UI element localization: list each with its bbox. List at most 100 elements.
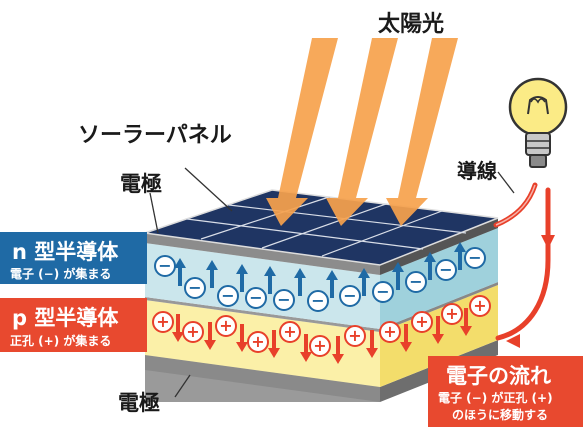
svg-text:+: +: [219, 316, 232, 335]
hole: +: [441, 303, 463, 325]
svg-text:+: +: [445, 304, 458, 323]
svg-text:−: −: [277, 290, 290, 309]
electron-flow-box: 電子の流れ 電子 (−) が正孔 (+) のほうに移動する: [428, 356, 583, 427]
p-type-box-bg: [0, 298, 147, 352]
hole: +: [469, 295, 491, 317]
separator-side: [380, 282, 498, 332]
electron: −: [372, 281, 394, 303]
electron-arrow: [264, 266, 276, 294]
leader-wire: [497, 171, 515, 194]
hole: +: [152, 311, 174, 333]
svg-text:−: −: [221, 286, 234, 305]
leader-electrode-top: [149, 192, 159, 234]
bulb-socket: [529, 154, 547, 168]
svg-text:+: +: [251, 332, 264, 351]
svg-text:−: −: [439, 260, 452, 279]
leader-lines: [149, 167, 515, 398]
sunlight-label: 太陽光: [378, 12, 444, 37]
electron: −: [464, 247, 486, 269]
electrode-top-label: 電極: [120, 172, 162, 196]
light-bulb-icon: [508, 77, 568, 168]
electron-arrow: [326, 270, 338, 298]
n-type-subtitle: 電子 (−) が集まる: [10, 266, 111, 281]
hole: +: [215, 315, 237, 337]
wire-outline: [495, 184, 536, 226]
n-type-title: n 型半導体: [12, 240, 119, 264]
electron-arrow: [236, 264, 248, 292]
top-electrode-side: [380, 218, 498, 275]
electron-flow-line2: のほうに移動する: [452, 407, 548, 422]
electron: −: [405, 271, 427, 293]
wire-label: 導線: [457, 159, 497, 183]
hole: +: [182, 321, 204, 343]
hole: +: [309, 335, 331, 357]
hole-arrow: [172, 314, 184, 342]
electron-flow-line1: 電子 (−) が正孔 (+): [438, 390, 553, 405]
electron: −: [273, 289, 295, 311]
sun-ray-2: [326, 38, 398, 226]
leader-electrode-bottom: [174, 374, 191, 398]
electron: −: [307, 290, 329, 312]
p-type-box: p 型半導体 正孔 (+) が集まる: [0, 298, 147, 352]
svg-text:−: −: [249, 288, 262, 307]
hole-group: + + + + + + + + + + +: [152, 295, 491, 364]
electron-arrow: [424, 252, 436, 280]
svg-text:+: +: [313, 336, 326, 355]
hole-arrow: [460, 308, 472, 336]
svg-text:+: +: [473, 296, 486, 315]
hole-arrow: [400, 324, 412, 352]
electron: −: [154, 255, 176, 277]
top-electrode-front: [145, 233, 380, 275]
hole: +: [411, 311, 433, 333]
electron-arrow: [454, 242, 466, 270]
sun-ray-3: [386, 38, 458, 226]
n-type-box-bg: [0, 232, 147, 284]
svg-text:+: +: [383, 322, 396, 341]
electron-arrow: [206, 260, 218, 288]
hole-arrow: [432, 316, 444, 344]
electron-arrow: [174, 258, 186, 286]
electron: −: [217, 285, 239, 307]
solar-panel-label: ソーラーパネル: [78, 123, 232, 148]
sun-ray-1: [266, 38, 338, 226]
svg-text:−: −: [376, 282, 389, 301]
svg-text:−: −: [409, 272, 422, 291]
electron-arrow: [358, 268, 370, 296]
p-type-subtitle: 正孔 (+) が集まる: [10, 333, 111, 348]
hole-arrow: [236, 324, 248, 352]
arrow-left-wire: [506, 334, 520, 348]
wire-top: [493, 182, 538, 228]
sun-rays: [266, 38, 458, 226]
electron-flow-box-bg: [428, 356, 583, 427]
hole: +: [379, 321, 401, 343]
electrode-bottom-label: 電極: [118, 391, 160, 415]
bulb-base: [525, 132, 551, 156]
svg-text:+: +: [348, 326, 361, 345]
leader-solar-panel: [184, 167, 233, 212]
hole-arrow: [366, 330, 378, 358]
electron: −: [435, 259, 457, 281]
arrow-down-wire: [541, 235, 555, 249]
electron: −: [245, 287, 267, 309]
electron: −: [184, 277, 206, 299]
wire-bottom: [495, 187, 551, 341]
n-type-box: n 型半導体 電子 (−) が集まる: [0, 232, 147, 284]
separator-front: [145, 297, 380, 332]
wire-direction-arrows: [506, 235, 555, 348]
electron-arrow: [392, 262, 404, 290]
svg-text:−: −: [343, 286, 356, 305]
electron-group: −−−−−−−−−−−: [154, 242, 486, 312]
hole-arrow: [204, 322, 216, 350]
svg-text:−: −: [311, 291, 324, 310]
svg-text:−: −: [188, 278, 201, 297]
electron-arrow: [294, 268, 306, 296]
svg-text:−: −: [158, 256, 171, 275]
svg-text:+: +: [283, 322, 296, 341]
bulb-glass: [508, 77, 568, 137]
hole: +: [279, 321, 301, 343]
svg-text:+: +: [156, 312, 169, 331]
hole-arrow: [300, 334, 312, 362]
electron: −: [339, 285, 361, 307]
